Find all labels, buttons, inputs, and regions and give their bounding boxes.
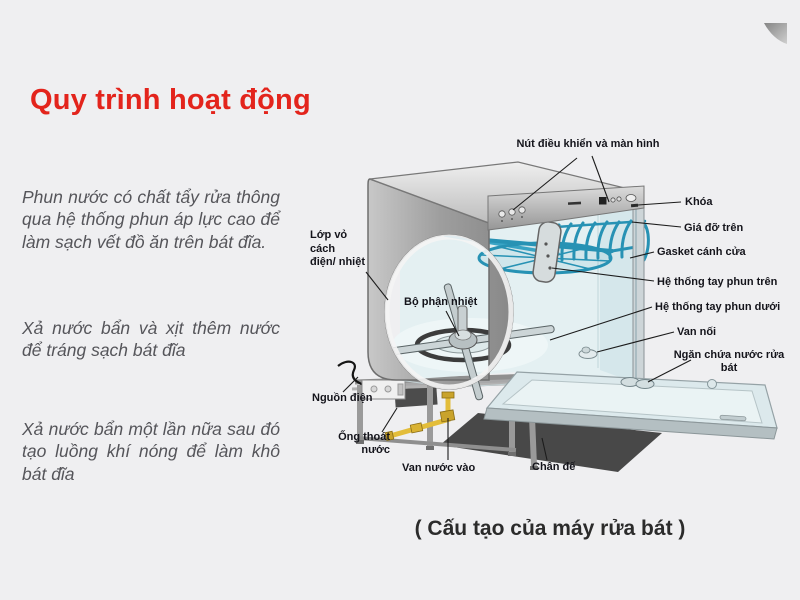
label-connector-valve: Van nối <box>677 326 717 338</box>
upper-spray-arm <box>477 221 613 283</box>
label-base-stand: Chân đế <box>532 461 576 473</box>
control-panel <box>487 185 645 231</box>
label-upper-rack: Giá đỡ trên <box>684 222 744 234</box>
dishwasher-diagram: Nút điều khiển và màn hình Khóa Giá đỡ t… <box>300 130 800 500</box>
label-upper-spray-arm: Hệ thống tay phun trên <box>657 276 778 288</box>
label-detergent-container: Ngăn chứa nước rửa bát <box>670 349 788 375</box>
label-line: Lớp vỏ <box>310 229 348 241</box>
leader-lines <box>342 155 692 461</box>
label-line: nước <box>361 444 390 456</box>
label-line: bát <box>720 362 738 374</box>
label-lock: Khóa <box>685 196 713 208</box>
electrical-box <box>361 379 406 400</box>
corner-curl-decoration <box>764 23 787 44</box>
label-door-gasket: Gasket cánh cửa <box>657 246 746 258</box>
label-line: Ngăn chứa nước rửa <box>673 349 785 361</box>
label-line: điện/ nhiệt <box>310 256 365 268</box>
process-step-2: Xả nước bẩn và xịt thêm nước để tráng sạ… <box>22 318 280 361</box>
label-power-source: Nguồn điện <box>312 392 373 404</box>
dishwasher-illustration <box>337 155 778 472</box>
process-step-3: Xả nước bẩn một lần nữa sau đó tạo luồng… <box>22 419 280 484</box>
label-heating-element: Bộ phận nhiệt <box>404 296 478 308</box>
page-title: Quy trình hoạt động <box>30 84 311 116</box>
label-insulation-shell: Lớp vỏ cách điện/ nhiệt <box>310 229 365 270</box>
door-frame <box>632 187 645 386</box>
label-drain-pipe: Ống thoát nước <box>328 431 390 457</box>
power-cord <box>337 360 365 387</box>
label-control-panel-and-display: Nút điều khiển và màn hình <box>516 138 660 150</box>
open-door <box>483 371 778 440</box>
connector-valve <box>578 346 598 359</box>
label-line: Ống thoát <box>338 431 390 443</box>
process-step-1: Phun nước có chất tẩy rửa thông qua hệ t… <box>22 187 280 252</box>
label-lower-spray-arm: Hệ thống tay phun dưới <box>655 301 781 313</box>
cutaway-rim <box>384 234 514 390</box>
label-water-inlet-valve: Van nước vào <box>402 462 476 474</box>
label-line: cách <box>310 242 336 255</box>
diagram-caption: ( Cấu tạo của máy rửa bát ) <box>414 517 686 540</box>
